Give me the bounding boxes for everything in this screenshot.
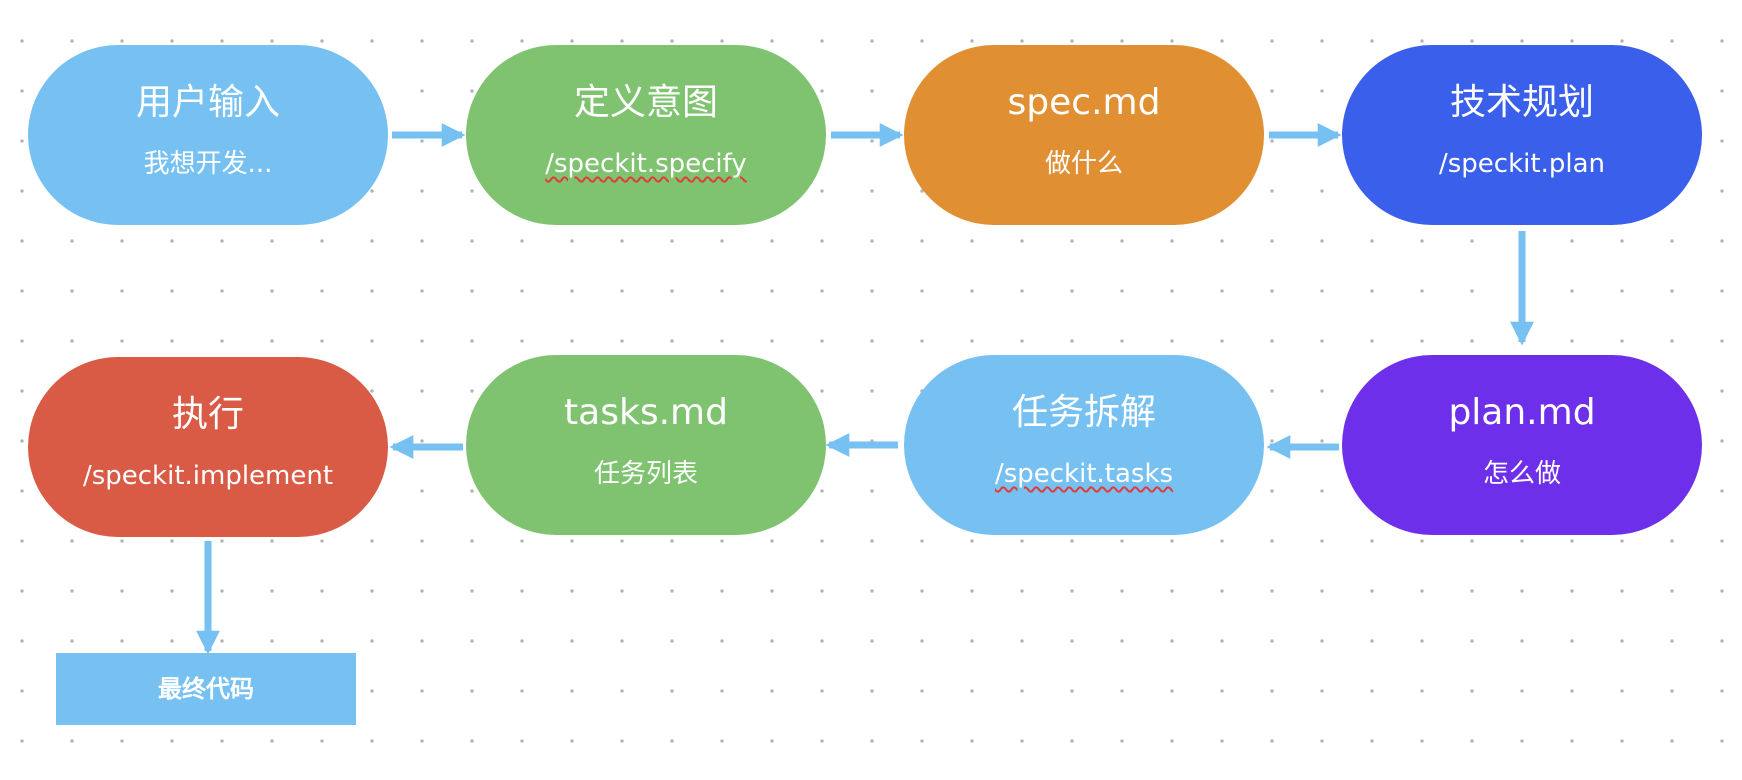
node-title: 技术规划 (1449, 82, 1594, 123)
node-tasks-md[interactable]: tasks.md 任务列表 (466, 355, 826, 535)
node-title: spec.md (1007, 82, 1161, 123)
node-plan-md[interactable]: plan.md 怎么做 (1342, 355, 1702, 535)
spellcheck-underlined-text: /speckit.tasks (994, 459, 1174, 489)
node-title: plan.md (1448, 392, 1596, 433)
node-spec-md[interactable]: spec.md 做什么 (904, 45, 1264, 225)
node-define-intent[interactable]: 定义意图 /speckit.specify (466, 45, 826, 225)
node-task-breakdown[interactable]: 任务拆解 /speckit.tasks (904, 355, 1264, 535)
node-subtitle: /speckit.tasks (904, 457, 1264, 491)
node-title: 任务拆解 (1011, 392, 1156, 433)
node-title: tasks.md (564, 392, 728, 433)
node-user-input[interactable]: 用户输入 我想开发... (28, 45, 388, 225)
result-final-code[interactable]: 最终代码 (56, 653, 356, 725)
node-subtitle: /speckit.implement (82, 461, 334, 491)
node-subtitle: 做什么 (1044, 149, 1123, 179)
node-subtitle: /speckit.specify (466, 147, 826, 181)
node-execute[interactable]: 执行 /speckit.implement (28, 357, 388, 537)
node-subtitle: 怎么做 (1482, 459, 1561, 489)
node-title: 定义意图 (573, 82, 718, 123)
node-title: 执行 (171, 394, 244, 435)
node-subtitle: 任务列表 (593, 459, 698, 489)
node-subtitle: 我想开发... (143, 149, 273, 179)
node-tech-plan[interactable]: 技术规划 /speckit.plan (1342, 45, 1702, 225)
node-title: 用户输入 (135, 82, 280, 123)
node-subtitle: /speckit.plan (1439, 149, 1605, 179)
spellcheck-underlined-text: /speckit.specify (545, 149, 747, 179)
